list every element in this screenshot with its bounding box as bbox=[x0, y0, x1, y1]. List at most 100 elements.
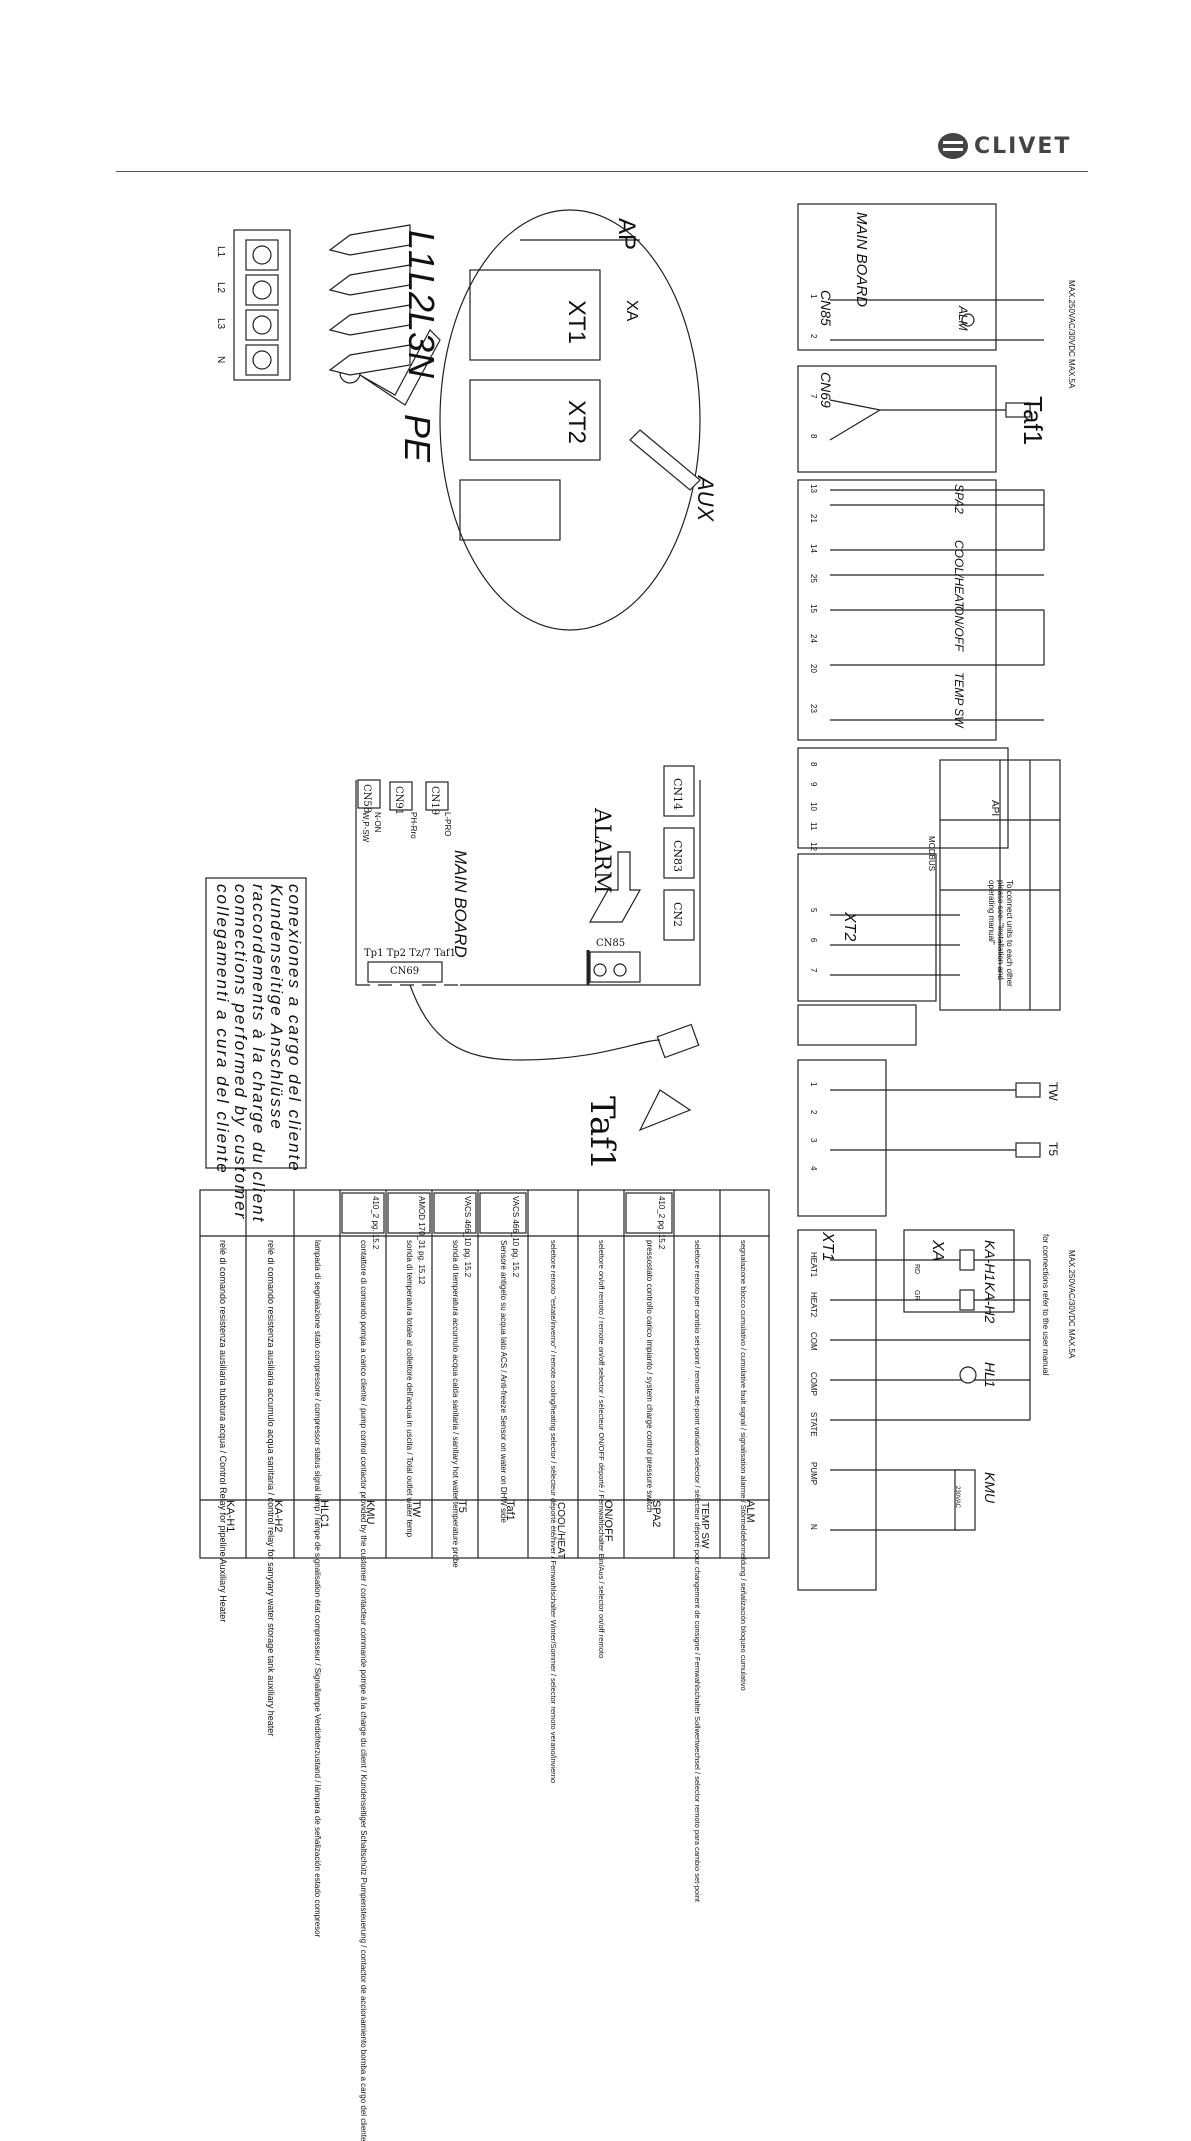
modbus-label: MODBUS bbox=[927, 836, 936, 872]
connector-cn69: CN69 bbox=[390, 966, 420, 977]
big-label-pe: PE bbox=[397, 414, 438, 463]
header-rule bbox=[116, 171, 1088, 172]
cn85-title: CN85 bbox=[818, 290, 834, 326]
cn-note-3: PH-Rro bbox=[409, 812, 418, 839]
aux-term-20: 20 bbox=[809, 664, 818, 673]
xa-title: XA bbox=[929, 1240, 946, 1262]
cn69-term-7: 7 bbox=[809, 394, 818, 399]
legend-desc-kmu: contattore di comando pompa a carico cli… bbox=[359, 1240, 368, 2141]
notice-line-1: collegamenti a cura del cliente bbox=[213, 884, 232, 1175]
big-label-l1: L1 bbox=[401, 230, 442, 271]
connector-cn19: CN19 bbox=[429, 786, 440, 816]
mainboard-title: MAIN BOARD bbox=[451, 850, 470, 958]
detail-ap: AP bbox=[613, 218, 640, 251]
aux-term-24: 24 bbox=[809, 634, 818, 643]
terminal-label-l2: L2 bbox=[215, 282, 226, 294]
cn85-device-alm: ALM bbox=[956, 306, 970, 331]
cn69-title: CN69 bbox=[818, 372, 834, 408]
switch-tempsw: TEMP SW bbox=[952, 672, 966, 728]
relay-note-230vac: 230VAC bbox=[954, 1486, 960, 1508]
cn-note-2: N-ON bbox=[373, 812, 382, 833]
aux-term-25: 25 bbox=[809, 574, 818, 583]
connector-cn85: CN85 bbox=[596, 938, 626, 949]
legend-ref-t5: VACS 466_10 pg. 15.2 bbox=[463, 1196, 472, 1278]
xt2-term-x: 8 bbox=[809, 762, 818, 767]
legend-desc-alm: segnalazione blocco cumulativo / cumulat… bbox=[739, 1240, 748, 1691]
clivet-logo-mark-icon bbox=[938, 133, 968, 159]
legend-desc-taf1: Sensore antigelo su acqua lato ACS / Ant… bbox=[499, 1240, 508, 1523]
notice-line-5: conexiones a cargo del cliente bbox=[285, 884, 304, 1173]
xt1-term-comp: COMP bbox=[809, 1372, 818, 1396]
aux-term-23: 23 bbox=[809, 704, 818, 713]
taf1-probe-label: Taf1 bbox=[582, 1096, 622, 1171]
sensor-term-4: 4 bbox=[809, 1166, 818, 1171]
sensor-term-3: 3 bbox=[809, 1138, 818, 1143]
connector-cn91: CN91 bbox=[393, 786, 404, 816]
connector-cn2: CN2 bbox=[671, 902, 684, 928]
legend-desc-onoff: selettore on/off remoto / remote on/off … bbox=[597, 1240, 606, 1659]
aux-term-15: 15 bbox=[809, 604, 818, 613]
notice-line-2: connections performed by customer bbox=[231, 884, 250, 1221]
xt2-term-e: 10 bbox=[809, 802, 818, 811]
legend-ref-spa2: 410_2 pg. 15.2 bbox=[657, 1196, 666, 1250]
terminal-label-n: N bbox=[215, 356, 226, 364]
xt1-term-n: N bbox=[809, 1524, 818, 1530]
xa-note: for connections refer to the user manual bbox=[1041, 1234, 1050, 1376]
xt2-term-a: 11 bbox=[809, 822, 818, 831]
sensor-tw: TW bbox=[1046, 1082, 1060, 1101]
aux-term-13: 13 bbox=[809, 484, 818, 493]
xt1-term-state: STATE bbox=[809, 1412, 818, 1437]
sensor-term-1: 1 bbox=[809, 1082, 818, 1087]
terminal-label-l1: L1 bbox=[215, 246, 226, 258]
xt1-term-com: COM bbox=[809, 1332, 818, 1351]
xa-term-gr: GR bbox=[913, 1290, 920, 1301]
xye-term-x: 5 bbox=[809, 908, 818, 913]
cn-note-4: L-PRO bbox=[443, 812, 452, 837]
xye-term-y: 6 bbox=[809, 938, 818, 943]
sensor-t5: T5 bbox=[1046, 1142, 1060, 1157]
schematic-mainboard-title: MAIN BOARD bbox=[853, 212, 870, 308]
clivet-logo: CLIVET bbox=[938, 130, 1088, 162]
lamp-hl1: HL1 bbox=[982, 1362, 998, 1388]
xt2-term-y: 9 bbox=[809, 782, 818, 787]
alarm-label: ALARM bbox=[589, 808, 614, 894]
legend-desc-kah2: relè di comando resistenza ausiliaria ac… bbox=[266, 1240, 276, 1737]
wiring-diagram bbox=[199, 203, 1061, 1591]
big-label-l2: L2 bbox=[401, 272, 442, 313]
legend-ref-taf1: VACS 466_10 pg. 15.2 bbox=[511, 1196, 520, 1278]
legend-desc-spa2: pressostato controllo carico impianto / … bbox=[645, 1240, 654, 1513]
xt2-term-b: 12 bbox=[809, 842, 818, 851]
cn-note-1: W,P-SW bbox=[361, 812, 370, 843]
legend-table-frame bbox=[199, 1189, 770, 1559]
cn85-term-1: 1 bbox=[809, 294, 818, 299]
connector-cn58: CN58 bbox=[361, 784, 372, 814]
api-device: API bbox=[989, 800, 1000, 817]
aux-term-14: 14 bbox=[809, 544, 818, 553]
xye-term-e: 7 bbox=[809, 968, 818, 973]
detail-xt1: XT1 bbox=[563, 300, 590, 345]
detail-aux: AUX bbox=[693, 476, 718, 522]
detail-xt2: XT2 bbox=[563, 400, 590, 445]
legend-desc-t5: sonda di temperatura accumulo acqua cald… bbox=[451, 1240, 460, 1568]
xt1-term-heat2: HEAT2 bbox=[809, 1292, 818, 1318]
cn69-sensor-taf1: Taf1 bbox=[1018, 396, 1048, 446]
supply-note-left: MAX.250VAC/30VDC MAX.5A bbox=[1067, 1250, 1076, 1359]
xt1-term-heat1: HEAT1 bbox=[809, 1252, 818, 1278]
legend-desc-hlc1: lampada di segnalazione stato compressor… bbox=[313, 1240, 322, 1938]
legend-desc-coolheat: selettore remoto "estate/inverno" / remo… bbox=[549, 1240, 558, 1784]
legend-desc-kah1: relè di comando resistenza ausiliaria tu… bbox=[218, 1240, 228, 1623]
sensor-term-2: 2 bbox=[809, 1110, 818, 1115]
big-label-n: N bbox=[401, 352, 442, 378]
relay-kmu: KMU bbox=[982, 1472, 998, 1504]
legend-ref-tw: AMOD 170_31 pg. 15.12 bbox=[417, 1196, 426, 1285]
legend-desc-tempsw: selettore remoto per cambio set-point / … bbox=[693, 1240, 702, 1902]
aux-term-21: 21 bbox=[809, 514, 818, 523]
detail-xa: XA bbox=[623, 300, 640, 322]
xye-note: To connect units to each other please se… bbox=[987, 880, 1014, 987]
xt1-term-pump: PUMP bbox=[809, 1462, 818, 1486]
switch-coolheat: COOL/HEAT bbox=[952, 540, 966, 609]
legend-desc-tw: sonda di temperatura totale al collettor… bbox=[405, 1240, 414, 1538]
notice-line-4: Kundenseitige Anschlüsse bbox=[267, 884, 286, 1131]
terminal-label-l3: L3 bbox=[215, 318, 226, 330]
xt2-title: XT2 bbox=[841, 912, 858, 942]
